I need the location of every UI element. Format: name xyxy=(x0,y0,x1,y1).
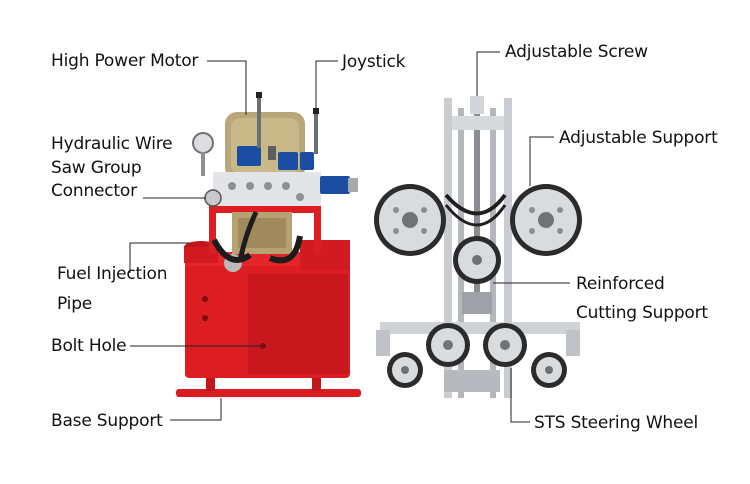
cutting-frame xyxy=(374,96,582,398)
bolt-hole xyxy=(260,343,266,349)
label-adjustable-support: Adjustable Support xyxy=(559,128,718,148)
steering-wheels xyxy=(376,330,580,388)
label-adjustable-screw: Adjustable Screw xyxy=(505,42,648,62)
label-hydraulic-line1: Hydraulic Wire xyxy=(51,134,173,154)
wire-saw-connector xyxy=(204,189,222,207)
middle-pulley xyxy=(453,236,501,284)
label-high-power-motor: High Power Motor xyxy=(51,51,199,71)
lower-pulleys xyxy=(426,323,527,367)
adjustable-screw xyxy=(470,96,484,114)
label-fuel-line2: Pipe xyxy=(57,294,93,314)
frame-rail xyxy=(444,98,452,398)
label-bolt-hole: Bolt Hole xyxy=(51,336,127,356)
base-support-bar xyxy=(176,389,361,397)
leader-lines xyxy=(129,51,570,423)
label-sts-steering-wheel: STS Steering Wheel xyxy=(534,413,699,433)
label-joystick: Joystick xyxy=(342,52,406,72)
label-hydraulic-line2: Saw Group xyxy=(51,158,142,178)
lower-crossbar xyxy=(380,322,580,334)
large-pulley-left xyxy=(374,184,446,256)
label-fuel-line1: Fuel Injection xyxy=(57,264,168,284)
power-unit xyxy=(176,92,361,397)
label-reinforced-line1: Reinforced xyxy=(576,274,665,294)
label-hydraulic-line3: Connector xyxy=(51,181,137,201)
label-reinforced-line2: Cutting Support xyxy=(576,303,708,323)
joystick-lever xyxy=(257,96,261,148)
large-pulley-right xyxy=(510,184,582,256)
label-base-support: Base Support xyxy=(51,411,163,431)
